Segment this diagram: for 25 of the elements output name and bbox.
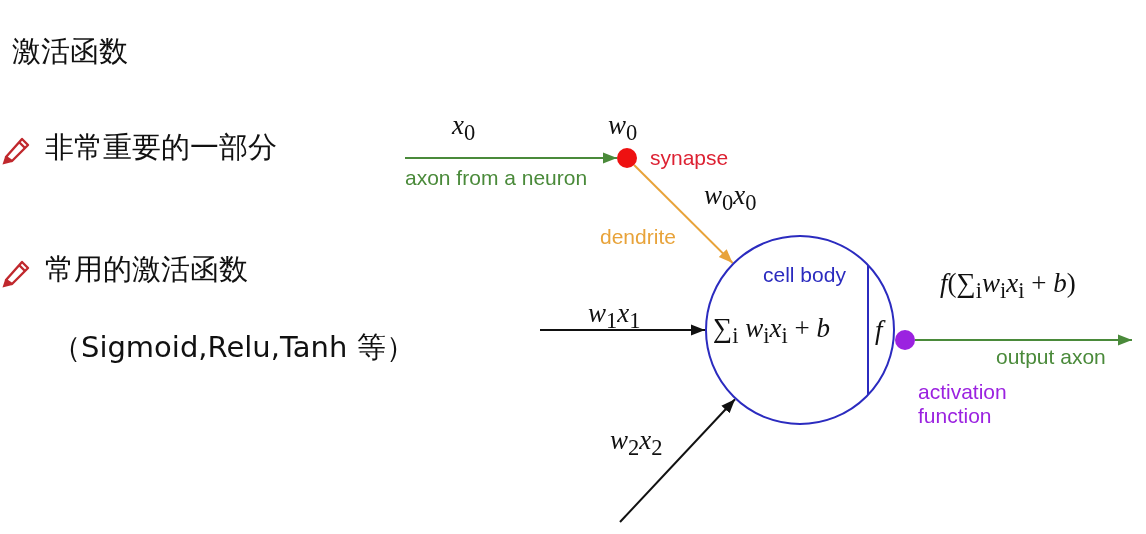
edge-label: axon from a neuron [405,166,588,190]
output-formula: f(∑$_{i}$w$_{i}$x$_{i}$ + b) [940,268,1076,305]
weight-symbol: w$_{0}$ [608,110,638,147]
arrow [633,164,734,264]
bullet-text: 非常重要的一部分 [45,129,277,166]
arrow [914,334,1133,346]
edge-label: dendrite [600,225,676,249]
note-text: （Sigmoid,Relu,Tanh 等） [52,329,415,366]
bullet-text: 常用的激活函数 [45,251,248,288]
sum-formula: ∑$_{i}$ w$_{i}$x$_{i}$ + b [713,313,831,350]
slide-title: 激活函数 [12,33,128,70]
cell-body-label: cell body [763,263,846,287]
activation-dot [895,330,915,350]
input-symbol: x$_{0}$ [452,110,476,147]
activation-function-label: activation function [918,380,1008,428]
arrow [404,152,618,164]
edge-label: w$_{1}$x$_{1}$ [588,298,641,335]
synapse-label: synapse [650,146,729,170]
edge-label: w$_{2}$x$_{2}$ [610,425,663,462]
arrow [619,398,737,523]
edge-label: output axon [996,345,1106,369]
cell-body-circle [705,235,895,425]
arrow [539,324,706,336]
synapse-dot [617,148,637,168]
product-symbol: w$_{0}$x$_{0}$ [704,180,757,217]
